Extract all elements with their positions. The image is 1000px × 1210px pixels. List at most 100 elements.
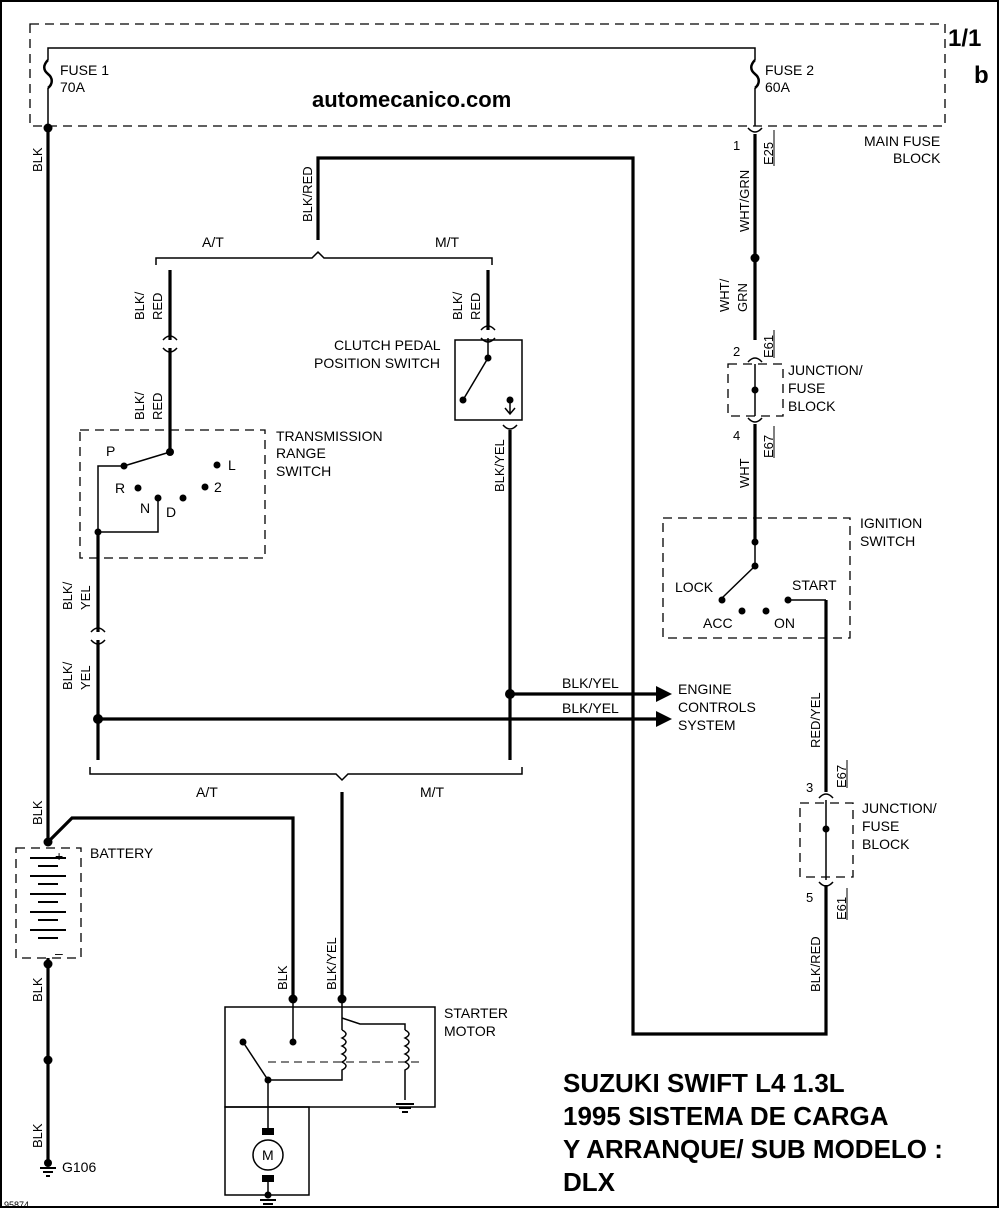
trs-label-1: TRANSMISSION: [276, 428, 383, 444]
ign-label-1: IGNITION: [860, 515, 922, 531]
fuse-1-label: FUSE 1: [60, 62, 109, 78]
junction-fuse-block-upper: 2 E61 4 E67 JUNCTION/ FUSE BLOCK: [727, 330, 863, 458]
ground-wire: BLK BLK G106 95874: [4, 958, 96, 1210]
wire-label-blk-4: BLK: [30, 1123, 45, 1148]
wire-label-blkyel-1b: YEL: [78, 585, 93, 610]
jb-upper-label-2: FUSE: [788, 380, 825, 396]
fuse-1-icon: [43, 59, 53, 89]
watermark: automecanico.com: [312, 87, 511, 112]
pin-1: 1: [733, 138, 740, 153]
wht-grn-feed: 1 E25 WHT/GRN WHT/ GRN: [717, 88, 776, 340]
wht-wire: WHT: [737, 424, 757, 540]
wire-label-redyel: RED/YEL: [808, 692, 823, 748]
battery-minus: –: [55, 945, 63, 961]
wire-label-blk-red-right: BLK/RED: [808, 936, 823, 992]
wire-label-at-1b: RED: [150, 293, 165, 320]
at-branch: BLK/ RED BLK/ RED: [132, 270, 178, 456]
brace-at-top: A/T: [202, 234, 224, 250]
wire-label-blk-3: BLK: [30, 977, 45, 1002]
sheet-number: 1/1: [948, 25, 981, 52]
jb-lower-label-1: JUNCTION/: [862, 800, 937, 816]
clutch-label-2: POSITION SWITCH: [314, 355, 440, 371]
pin-2: 2: [733, 344, 740, 359]
pin-4: 4: [733, 428, 740, 443]
wire-label-whtgrn: WHT/GRN: [737, 170, 752, 232]
wire-label-blkyel-mt: BLK/YEL: [492, 439, 507, 492]
wire-label-wht: WHT: [737, 458, 752, 488]
fuse-2-label: FUSE 2: [765, 62, 814, 78]
jb-lower-label-3: BLOCK: [862, 836, 910, 852]
ground-g106-label: G106: [62, 1159, 96, 1175]
fuse-2-icon: [750, 59, 760, 89]
at-mt-brace-bottom: A/T M/T BLK/YEL BLK: [89, 767, 523, 1004]
main-fuse-block-label-2: BLOCK: [893, 150, 941, 166]
ign-pos-start: START: [792, 577, 837, 593]
wire-label-mt-1b: RED: [468, 293, 483, 320]
wire-label-mt-1a: BLK/: [450, 291, 465, 320]
wire-label-whtgrn-b: GRN: [735, 283, 750, 312]
trs-label-3: SWITCH: [276, 463, 331, 479]
wire-label-at-1a: BLK/: [132, 291, 147, 320]
jb-upper-label-1: JUNCTION/: [788, 362, 863, 378]
trs-pos-2: 2: [214, 479, 222, 495]
trs-pos-l: L: [228, 457, 236, 473]
ign-label-2: SWITCH: [860, 533, 915, 549]
sheet-sub: b: [974, 62, 989, 89]
clutch-pedal-position-switch: CLUTCH PEDAL POSITION SWITCH: [314, 337, 523, 421]
transmission-range-switch: P R N D 2 L TRANSMISSION RANGE SWITCH: [79, 428, 383, 559]
trs-pos-d: D: [166, 504, 176, 520]
battery-label: BATTERY: [90, 845, 154, 861]
title-line-2: 1995 SISTEMA DE CARGA: [563, 1101, 889, 1131]
fuse-1-rating: 70A: [60, 79, 86, 95]
wire-label-blk-1: BLK: [30, 147, 45, 172]
wire-label-blk-red-top: BLK/RED: [300, 166, 315, 222]
fuse-2-rating: 60A: [765, 79, 791, 95]
trs-label-2: RANGE: [276, 445, 326, 461]
battery: + – BATTERY: [15, 845, 154, 961]
conn-e67-upper: E67: [761, 435, 776, 458]
ignition-switch: LOCK ACC ON START IGNITION SWITCH: [662, 515, 922, 639]
starter-motor: M STARTER MOTOR: [224, 999, 508, 1205]
red-yel-wire: RED/YEL: [788, 599, 828, 792]
conn-e25: E25: [761, 142, 776, 165]
ecs-label-3: SYSTEM: [678, 717, 736, 733]
ign-pos-on: ON: [774, 615, 795, 631]
mt-blk-yel-wire: BLK/YEL BLK/YEL: [492, 424, 672, 760]
engine-controls-system: ENGINE CONTROLS SYSTEM: [678, 681, 756, 733]
starter-label-1: STARTER: [444, 1005, 508, 1021]
brace-mt-top: M/T: [435, 234, 460, 250]
at-mt-brace-top: A/T M/T: [155, 234, 493, 265]
wire-label-blkyel-starter: BLK/YEL: [324, 937, 339, 990]
ign-pos-acc: ACC: [703, 615, 733, 631]
pin-3: 3: [806, 780, 813, 795]
wire-label-blkyel-ecs1: BLK/YEL: [562, 675, 619, 691]
clutch-label-1: CLUTCH PEDAL: [334, 337, 441, 353]
trs-pos-n: N: [140, 500, 150, 516]
main-fuse-block-label-1: MAIN FUSE: [864, 133, 940, 149]
junction-fuse-block-lower: 3 E67 5 E61 JUNCTION/ FUSE BLOCK: [799, 760, 937, 920]
ecs-label-1: ENGINE: [678, 681, 732, 697]
title-line-3: Y ARRANQUE/ SUB MODELO :: [563, 1134, 943, 1164]
motor-label: M: [262, 1147, 274, 1163]
wire-label-blkyel-1a: BLK/: [60, 581, 75, 610]
wire-label-at-2b: RED: [150, 393, 165, 420]
main-fuse-block: FUSE 1 70A FUSE 2 60A MAIN FUSE BLOCK: [29, 23, 946, 166]
wire-label-blkyel-2b: YEL: [78, 665, 93, 690]
blk-main-wire: BLK BLK: [30, 88, 298, 1004]
jb-upper-label-3: BLOCK: [788, 398, 836, 414]
conn-e61-upper: E61: [761, 335, 776, 358]
jb-lower-label-2: FUSE: [862, 818, 899, 834]
brace-mt-bottom: M/T: [420, 784, 445, 800]
motor-icon: [252, 1139, 284, 1171]
starter-label-2: MOTOR: [444, 1023, 496, 1039]
title-line-1: SUZUKI SWIFT L4 1.3L: [563, 1068, 845, 1098]
wire-label-blkyel-2a: BLK/: [60, 661, 75, 690]
trs-pos-r: R: [115, 480, 125, 496]
title-line-4: DLX: [563, 1167, 616, 1197]
wire-label-whtgrn-a: WHT/: [717, 278, 732, 312]
ign-pos-lock: LOCK: [675, 579, 714, 595]
diagram-title: SUZUKI SWIFT L4 1.3L 1995 SISTEMA DE CAR…: [563, 1068, 943, 1197]
ecs-label-2: CONTROLS: [678, 699, 756, 715]
